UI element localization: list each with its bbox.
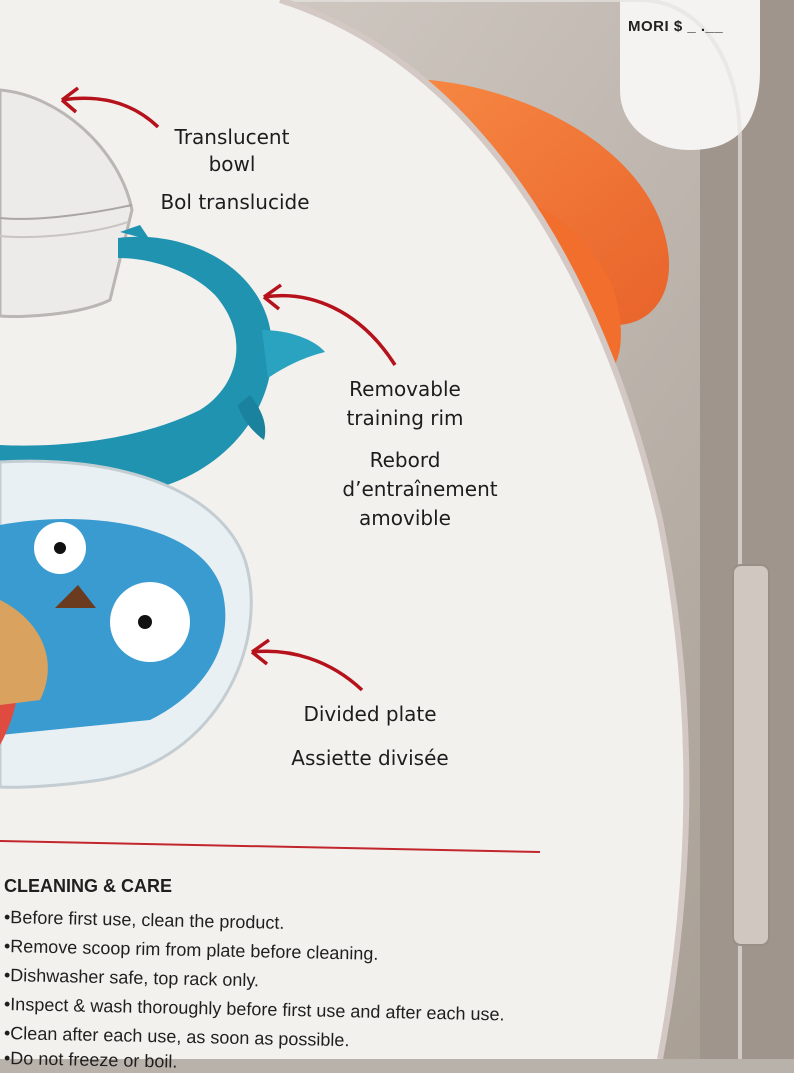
arrow-plate — [250, 638, 364, 692]
blister-ridge — [732, 564, 770, 946]
training-rim — [0, 225, 325, 507]
price-sticker-text: MORI $ _ .__ — [628, 18, 724, 35]
label-rim-fr-1: Rebord — [369, 448, 441, 472]
label-rim-en-1: Removable — [349, 377, 461, 401]
translucent-bowl — [0, 88, 134, 319]
label-bowl-en-1: Translucent — [174, 125, 290, 149]
section-divider — [0, 840, 541, 853]
divided-plate — [0, 459, 253, 789]
card-edge — [279, 0, 690, 1059]
care-item: •Do not freeze or boil. — [3, 1048, 178, 1072]
price-sticker — [620, 0, 760, 150]
label-plate-en: Divided plate — [303, 702, 437, 726]
label-bowl-en-2: bowl — [208, 152, 256, 176]
arrow-rim — [262, 283, 397, 366]
care-heading: CLEANING & CARE — [4, 876, 173, 896]
blister-outline — [0, 0, 742, 1059]
label-rim-en-2: training rim — [346, 406, 464, 430]
label-plate-fr: Assiette divisée — [291, 746, 449, 770]
arrow-bowl — [60, 86, 160, 129]
label-bowl-fr: Bol translucide — [160, 190, 310, 214]
label-rim-fr-2: d’entraînement — [342, 477, 498, 501]
label-rim-fr-3: amovible — [359, 506, 451, 530]
